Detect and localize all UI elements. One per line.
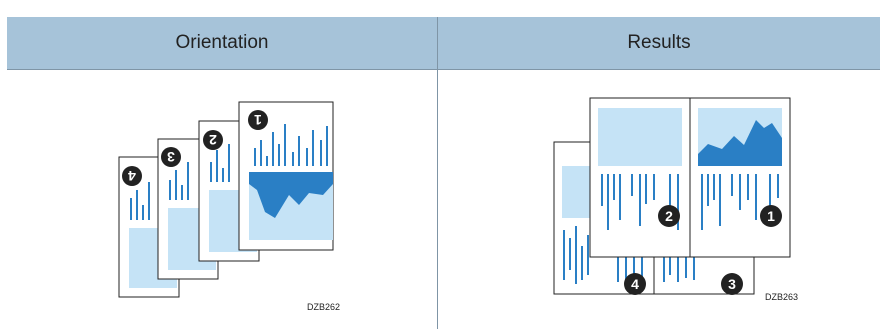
front-sheet: 2 1 (589, 97, 791, 258)
orientation-illustration: 4 3 (118, 101, 334, 298)
comparison-table: Orientation Results 4 (7, 17, 880, 329)
results-panel: 4 3 (438, 70, 880, 329)
orientation-panel: 4 3 (7, 70, 437, 329)
page-number-4: 4 (128, 168, 136, 184)
figure-code-right: DZB263 (765, 292, 799, 302)
figure-code-left: DZB262 (307, 302, 341, 312)
page-1-original: 1 (238, 101, 334, 251)
header-results: Results (438, 17, 880, 70)
page-number-3: 3 (167, 149, 175, 165)
page-number-1: 1 (254, 112, 262, 128)
column-divider (437, 17, 438, 329)
result-page-number-3: 3 (728, 276, 736, 292)
page-number-2: 2 (209, 132, 217, 148)
result-page-number-2: 2 (665, 208, 673, 224)
result-page-number-1: 1 (767, 208, 775, 224)
results-illustration: 4 3 (553, 97, 791, 295)
header-orientation: Orientation (7, 17, 437, 70)
result-page-number-4: 4 (631, 276, 639, 292)
